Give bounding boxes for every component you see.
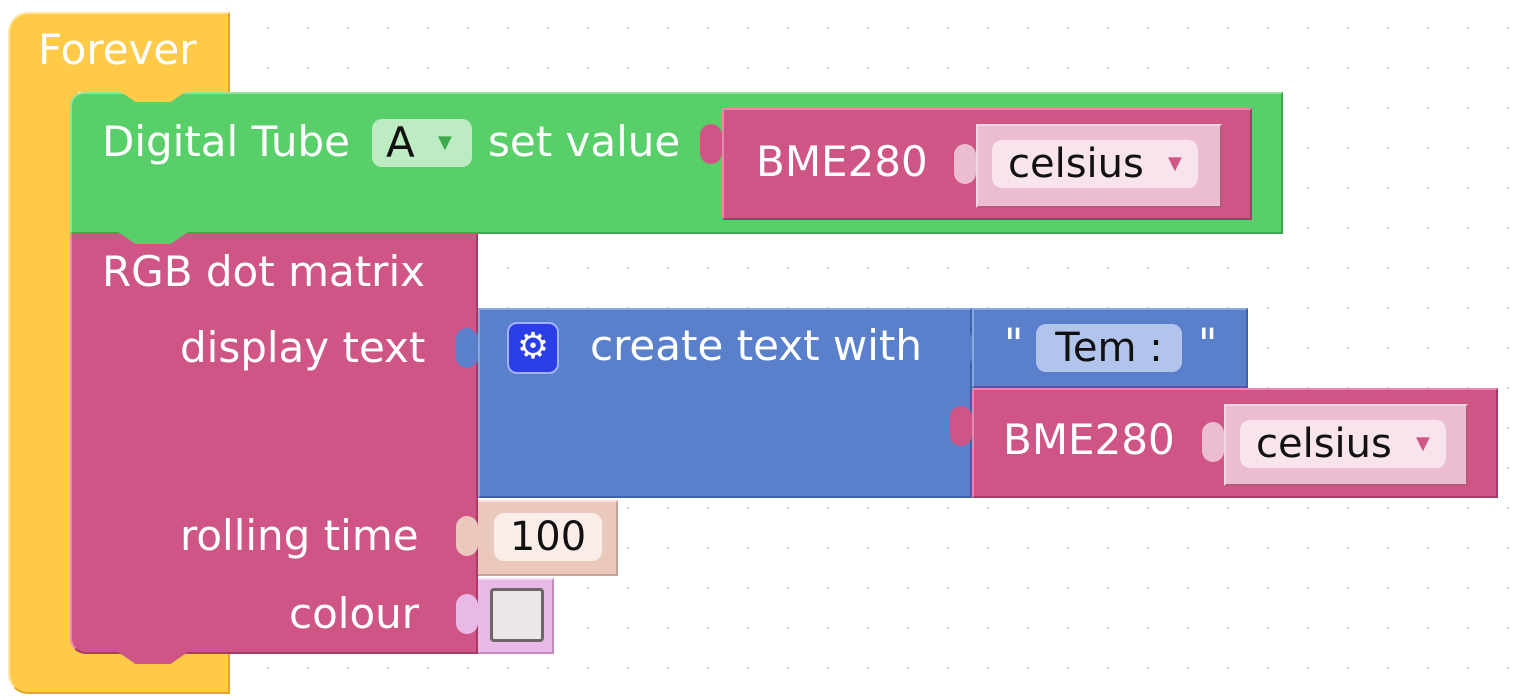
port-dropdown-value: A [386, 118, 415, 167]
bme280-label: BME280 [1003, 415, 1175, 464]
bme280-label: BME280 [756, 137, 928, 186]
sensor-field-value: celsius [1256, 421, 1392, 467]
sensor-field-dropdown[interactable]: celsius ▼ [1240, 420, 1446, 468]
create-text-with-block[interactable] [478, 308, 972, 498]
dropdown-arrow-icon: ▼ [1416, 433, 1430, 454]
rgb-dot-matrix-block[interactable] [70, 234, 478, 654]
input-connector [456, 328, 478, 368]
sensor-field-value: celsius [1008, 141, 1144, 187]
block-notch [118, 232, 188, 244]
rolling-time-label: rolling time [180, 511, 419, 560]
input-connector [950, 406, 972, 446]
forever-block-bottom[interactable] [8, 652, 230, 694]
dropdown-arrow-icon: ▼ [438, 132, 452, 153]
block-notch [118, 90, 188, 102]
input-connector [456, 594, 478, 634]
port-dropdown[interactable]: A ▼ [372, 118, 472, 167]
rolling-time-input[interactable]: 100 [494, 513, 602, 561]
display-text-label: display text [180, 323, 426, 372]
input-connector [954, 144, 976, 184]
forever-label: Forever [38, 25, 197, 74]
open-quote: " [1004, 319, 1024, 368]
close-quote: " [1198, 319, 1218, 368]
create-text-with-label: create text with [590, 321, 923, 370]
sensor-field-dropdown[interactable]: celsius ▼ [992, 140, 1198, 188]
digital-tube-label: Digital Tube [102, 117, 350, 166]
input-connector [456, 516, 478, 556]
input-connector [950, 328, 972, 368]
text-literal-input[interactable]: Tem : [1036, 324, 1182, 372]
dropdown-arrow-icon: ▼ [1168, 153, 1182, 174]
colour-swatch[interactable] [490, 588, 544, 642]
rgb-dot-matrix-label: RGB dot matrix [102, 247, 425, 296]
forever-block[interactable] [8, 12, 230, 92]
input-connector [1202, 422, 1224, 462]
text-literal-block[interactable] [972, 308, 1248, 388]
colour-label: colour [289, 589, 420, 638]
set-value-label: set value [488, 117, 681, 166]
block-bump [118, 652, 188, 664]
gear-icon[interactable]: ⚙ [507, 322, 559, 374]
input-connector [700, 124, 722, 164]
forever-block-arm[interactable] [8, 88, 78, 663]
